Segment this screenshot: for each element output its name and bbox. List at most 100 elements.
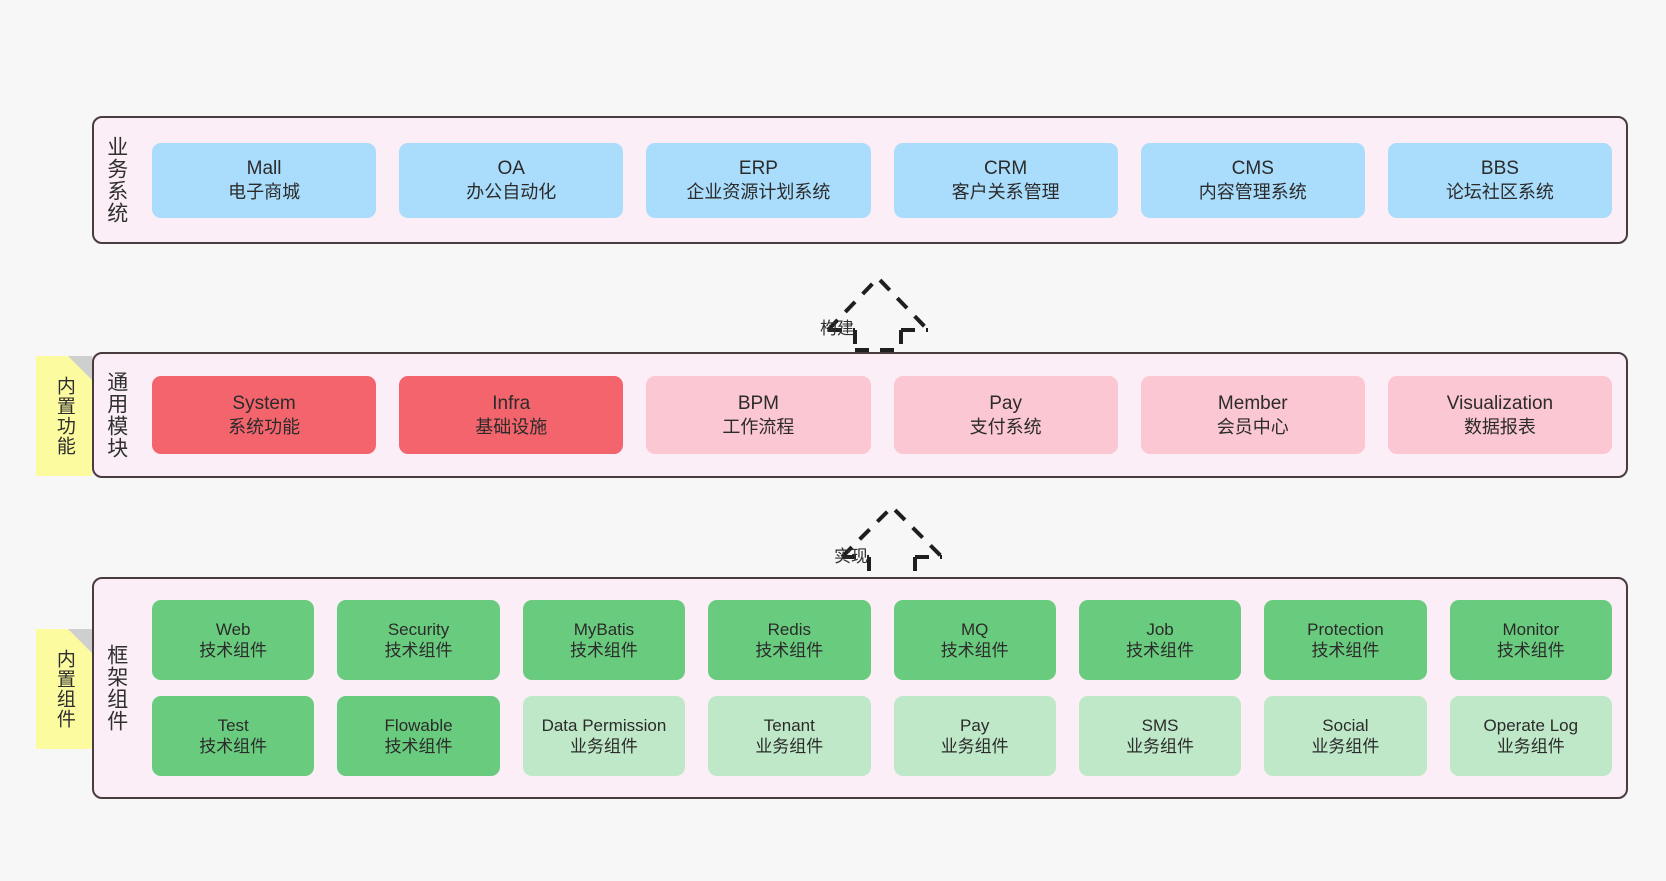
- card-test[interactable]: Test 技术组件: [152, 696, 315, 776]
- card-subtitle: 业务组件: [1311, 737, 1380, 756]
- connector-implement-arrow: [840, 504, 944, 582]
- connector-implement: 实现: [812, 495, 944, 582]
- card-title: Tenant: [763, 715, 815, 735]
- card-title: Monitor: [1502, 619, 1560, 639]
- layer-framework-component: 框架组件 Web 技术组件 Security 技术组件 MyBatis 技术组件…: [92, 577, 1628, 799]
- card-title: Security: [387, 619, 450, 639]
- connector-build: 构建: [798, 262, 930, 352]
- card-tenant[interactable]: Tenant 业务组件: [708, 696, 871, 776]
- card-title: OA: [497, 157, 525, 179]
- card-job[interactable]: Job 技术组件: [1078, 600, 1242, 680]
- card-mall[interactable]: Mall 电子商城: [152, 142, 377, 218]
- card-subtitle: 论坛社区系统: [1445, 181, 1554, 202]
- connector-build-arrow: [826, 275, 930, 352]
- card-subtitle: 业务组件: [569, 737, 638, 756]
- card-mybatis[interactable]: MyBatis 技术组件: [522, 600, 686, 680]
- card-row: System 系统功能 Infra 基础设施 BPM 工作流程 Pay 支付系统…: [152, 376, 1613, 454]
- layer-business-system: 业务系统 Mall 电子商城 OA 办公自动化 ERP 企业资源计划系统 CRM…: [92, 116, 1628, 244]
- card-subtitle: 内容管理系统: [1198, 181, 1307, 202]
- note-label: 内置组件: [53, 649, 75, 729]
- card-subtitle: 技术组件: [1496, 641, 1565, 660]
- card-pay[interactable]: Pay 支付系统: [893, 376, 1118, 454]
- card-title: Web: [215, 619, 251, 639]
- card-subtitle: 基础设施: [475, 416, 548, 437]
- card-sms[interactable]: SMS 业务组件: [1078, 696, 1242, 776]
- card-erp[interactable]: ERP 企业资源计划系统: [646, 142, 871, 218]
- card-subtitle: 技术组件: [384, 641, 453, 660]
- card-subtitle: 支付系统: [969, 416, 1042, 437]
- card-row: Mall 电子商城 OA 办公自动化 ERP 企业资源计划系统 CRM 客户关系…: [152, 142, 1613, 218]
- card-protection[interactable]: Protection 技术组件: [1264, 600, 1427, 680]
- card-title: Social: [1322, 715, 1369, 735]
- card-title: Protection: [1307, 619, 1384, 639]
- card-monitor[interactable]: Monitor 技术组件: [1449, 600, 1612, 680]
- card-subtitle: 数据报表: [1463, 416, 1536, 437]
- card-cms[interactable]: CMS 内容管理系统: [1140, 142, 1365, 218]
- card-title: Data Permission: [541, 715, 667, 735]
- layer-label-common-module: 通用模块: [104, 371, 128, 459]
- note-fold-corner: [68, 356, 92, 380]
- card-subtitle: 业务组件: [940, 737, 1009, 756]
- card-title: Redis: [767, 619, 812, 639]
- card-title: Flowable: [384, 715, 453, 735]
- card-subtitle: 技术组件: [569, 641, 638, 660]
- card-subtitle: 办公自动化: [466, 181, 557, 202]
- card-title: Mall: [246, 157, 282, 179]
- card-bpm[interactable]: BPM 工作流程: [646, 376, 871, 454]
- card-web[interactable]: Web 技术组件: [152, 600, 315, 680]
- card-redis[interactable]: Redis 技术组件: [708, 600, 871, 680]
- card-title: Operate Log: [1483, 715, 1579, 735]
- card-subtitle: 会员中心: [1216, 416, 1289, 437]
- card-mq[interactable]: MQ 技术组件: [893, 600, 1056, 680]
- card-subtitle: 技术组件: [940, 641, 1009, 660]
- card-subtitle: 企业资源计划系统: [686, 181, 831, 202]
- card-subtitle: 技术组件: [384, 737, 453, 756]
- card-subtitle: 工作流程: [722, 416, 795, 437]
- card-subtitle: 技术组件: [199, 641, 268, 660]
- card-oa[interactable]: OA 办公自动化: [399, 142, 624, 218]
- card-security[interactable]: Security 技术组件: [337, 600, 500, 680]
- card-title: Pay: [989, 392, 1022, 414]
- layer-body-common-module: System 系统功能 Infra 基础设施 BPM 工作流程 Pay 支付系统…: [138, 354, 1626, 476]
- card-row: Test 技术组件 Flowable 技术组件 Data Permission …: [152, 696, 1612, 776]
- card-subtitle: 业务组件: [1496, 737, 1565, 756]
- card-social[interactable]: Social 业务组件: [1264, 696, 1427, 776]
- card-title: Infra: [492, 392, 531, 414]
- card-title: CMS: [1231, 157, 1274, 179]
- card-subtitle: 客户关系管理: [951, 181, 1060, 202]
- card-title: Member: [1217, 392, 1288, 414]
- card-title: ERP: [738, 157, 778, 179]
- layer-body-framework-component: Web 技术组件 Security 技术组件 MyBatis 技术组件 Redi…: [138, 579, 1626, 797]
- card-title: MyBatis: [573, 619, 635, 639]
- card-subtitle: 技术组件: [1311, 641, 1380, 660]
- card-data-permission[interactable]: Data Permission 业务组件: [522, 696, 686, 776]
- card-title: Visualization: [1446, 392, 1554, 414]
- card-subtitle: 业务组件: [755, 737, 824, 756]
- card-title: Job: [1146, 619, 1174, 639]
- card-visualization[interactable]: Visualization 数据报表: [1387, 376, 1613, 454]
- card-row: Web 技术组件 Security 技术组件 MyBatis 技术组件 Redi…: [152, 600, 1612, 680]
- card-subtitle: 技术组件: [755, 641, 824, 660]
- layer-common-module: 通用模块 System 系统功能 Infra 基础设施 BPM 工作流程 Pay…: [92, 352, 1628, 478]
- card-subtitle: 技术组件: [199, 737, 268, 756]
- card-title: CRM: [983, 157, 1028, 179]
- card-title: BBS: [1480, 157, 1519, 179]
- card-bbs[interactable]: BBS 论坛社区系统: [1387, 142, 1613, 218]
- card-pay-component[interactable]: Pay 业务组件: [893, 696, 1056, 776]
- card-operate-log[interactable]: Operate Log 业务组件: [1449, 696, 1612, 776]
- note-label: 内置功能: [53, 376, 75, 456]
- note-fold-corner: [68, 629, 92, 653]
- layer-body-business-system: Mall 电子商城 OA 办公自动化 ERP 企业资源计划系统 CRM 客户关系…: [138, 118, 1626, 242]
- note-builtin-feature: 内置功能: [36, 356, 92, 476]
- card-title: MQ: [960, 619, 989, 639]
- card-title: Test: [217, 715, 249, 735]
- card-member[interactable]: Member 会员中心: [1140, 376, 1365, 454]
- connector-build-label: 构建: [820, 319, 854, 338]
- card-infra[interactable]: Infra 基础设施: [399, 376, 624, 454]
- card-system[interactable]: System 系统功能: [152, 376, 377, 454]
- card-flowable[interactable]: Flowable 技术组件: [337, 696, 500, 776]
- card-title: Pay: [960, 715, 990, 735]
- card-subtitle: 技术组件: [1126, 641, 1195, 660]
- card-crm[interactable]: CRM 客户关系管理: [893, 142, 1118, 218]
